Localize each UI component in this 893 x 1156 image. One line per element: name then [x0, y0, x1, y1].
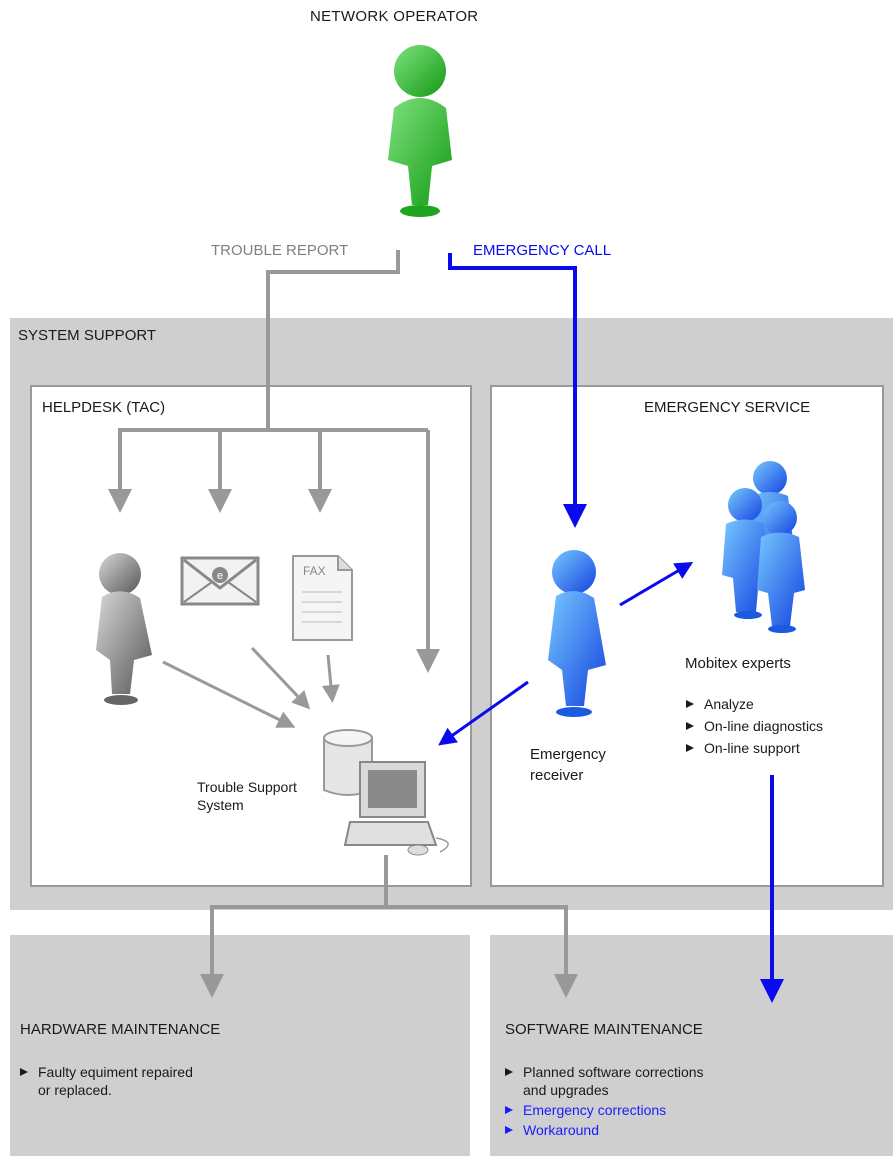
- svg-text:e: e: [217, 570, 223, 582]
- hardware-maintenance-heading: HARDWARE MAINTENANCE: [20, 1021, 221, 1038]
- experts-item-support: On-line support: [686, 739, 800, 757]
- hardware-item-text: Faulty equiment repaired or replaced.: [38, 1064, 193, 1098]
- software-item-text: Planned software corrections and upgrade…: [523, 1064, 704, 1098]
- bullet-icon: [505, 1126, 513, 1134]
- experts-item-analyze: Analyze: [686, 695, 754, 713]
- trouble-report-connector: [108, 250, 578, 998]
- bullet-icon: [686, 744, 694, 752]
- software-item-emergency-corrections: Emergency corrections: [505, 1101, 666, 1119]
- software-item-planned: Planned software corrections and upgrade…: [505, 1063, 704, 1099]
- bullet-icon: [20, 1068, 28, 1076]
- trouble-support-system-label: Trouble Support System: [197, 779, 297, 813]
- bullet-icon: [686, 722, 694, 730]
- fax-document-icon: [292, 555, 353, 641]
- experts-item-diagnostics: On-line diagnostics: [686, 717, 823, 735]
- bullet-icon: [505, 1106, 513, 1114]
- experts-item-text: Analyze: [704, 696, 754, 712]
- emergency-receiver-icon: [548, 550, 606, 717]
- software-item-text: Workaround: [523, 1122, 600, 1138]
- helpdesk-title: HELPDESK (TAC): [42, 399, 166, 416]
- fax-label: FAX: [303, 564, 326, 578]
- mobitex-experts-label: Mobitex experts: [685, 655, 791, 672]
- network-operator-icon: [388, 45, 452, 217]
- bullet-icon: [686, 700, 694, 708]
- experts-item-text: On-line diagnostics: [704, 718, 824, 734]
- experts-item-text: On-line support: [704, 740, 800, 756]
- email-icon: e: [180, 556, 260, 606]
- emergency-call-label: EMERGENCY CALL: [473, 242, 612, 259]
- hardware-maintenance-area: [10, 935, 470, 1156]
- mobitex-experts-icon: [722, 461, 805, 633]
- software-item-text: Emergency corrections: [523, 1102, 667, 1118]
- system-support-title: SYSTEM SUPPORT: [18, 327, 157, 344]
- software-item-workaround: Workaround: [505, 1121, 599, 1139]
- software-maintenance-area: [490, 935, 893, 1156]
- network-operator-title: NETWORK OPERATOR: [310, 8, 479, 25]
- emergency-call-connector: [438, 253, 784, 1003]
- emergency-service-title: EMERGENCY SERVICE: [644, 399, 811, 416]
- emergency-receiver-label: Emergency receiver: [530, 746, 606, 784]
- trouble-report-label: TROUBLE REPORT: [211, 242, 349, 259]
- software-maintenance-heading: SOFTWARE MAINTENANCE: [505, 1021, 703, 1038]
- hardware-item: Faulty equiment repaired or replaced.: [20, 1063, 193, 1099]
- bullet-icon: [505, 1068, 513, 1076]
- helpdesk-phone-person-icon: [96, 553, 152, 705]
- trouble-support-system-icon: [323, 729, 449, 856]
